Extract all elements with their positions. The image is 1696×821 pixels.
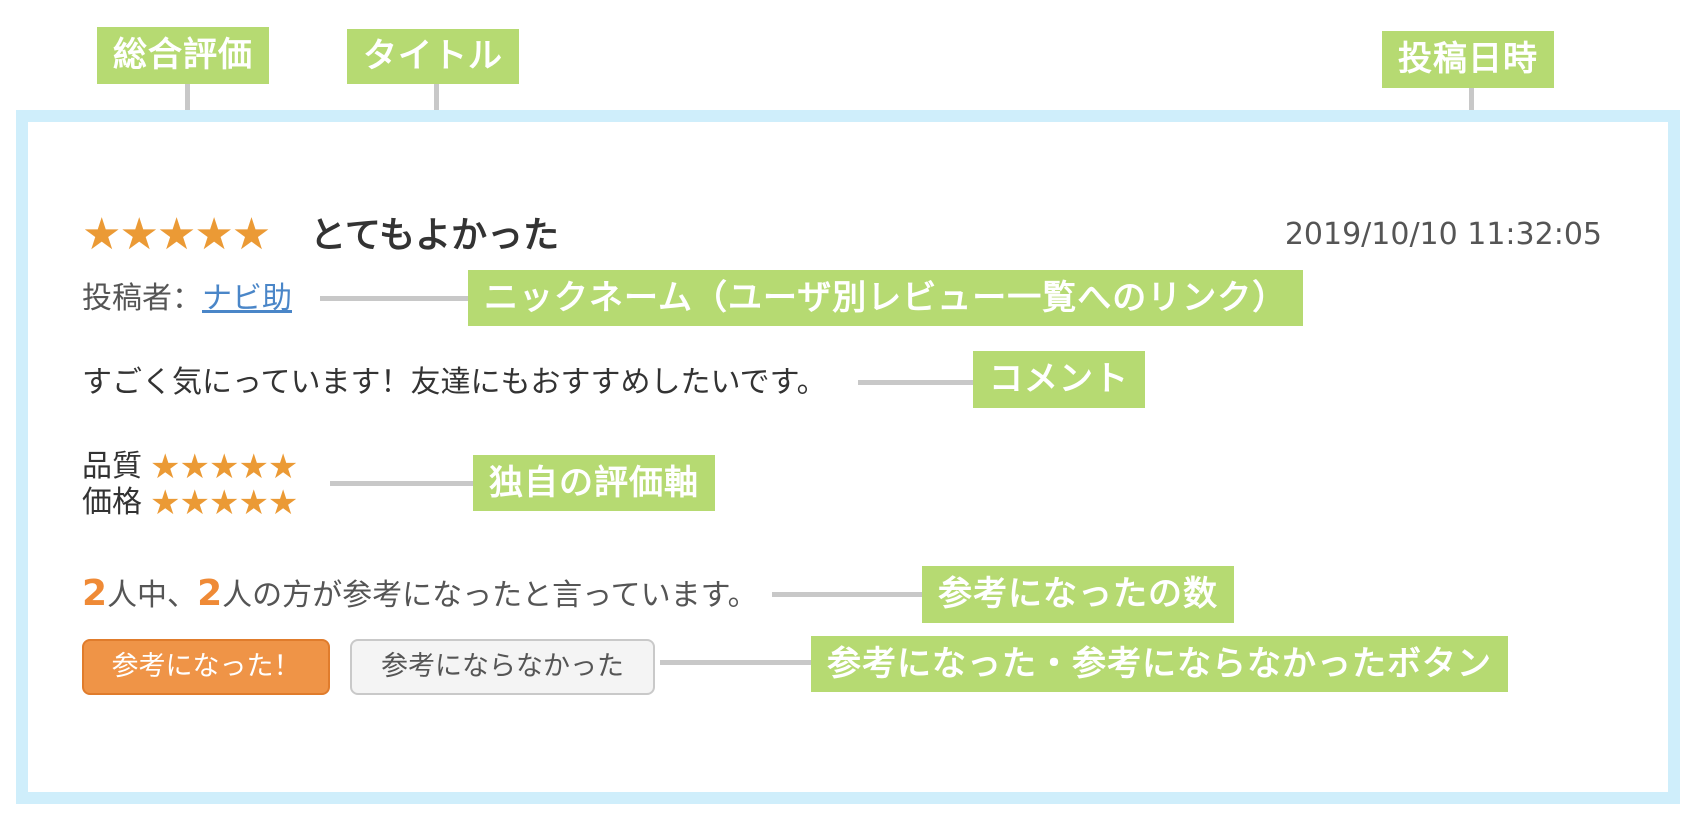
callout-custom-axes: 独自の評価軸	[473, 455, 715, 511]
callout-helpful-buttons: 参考になった・参考にならなかったボタン	[811, 636, 1508, 692]
axis-label: 価格	[82, 485, 142, 520]
star-icon: ★★★★★	[150, 483, 298, 523]
callout-nickname: ニックネーム（ユーザ別レビュー一覧へのリンク）	[468, 270, 1304, 326]
helpful-yes-count: 2	[197, 573, 223, 614]
helpful-count-text: 2人中、2人の方が参考になったと言っています。	[82, 574, 758, 616]
connector-line	[320, 296, 470, 301]
callout-helpful-count: 参考になったの数	[922, 566, 1234, 623]
star-icon: ★★★★★	[82, 209, 271, 260]
connector-line	[330, 481, 475, 486]
overall-rating-stars: ★★★★★	[82, 208, 271, 262]
helpful-total: 2	[82, 573, 108, 614]
not-helpful-button[interactable]: 参考にならなかった	[350, 639, 655, 695]
helpful-button[interactable]: 参考になった！	[82, 639, 330, 695]
rating-axis-quality: 品質★★★★★	[82, 447, 298, 487]
callout-title: タイトル	[347, 29, 519, 84]
connector-line	[772, 592, 922, 597]
callout-overall-rating: 総合評価	[97, 27, 269, 84]
rating-axis-price: 価格★★★★★	[82, 483, 298, 523]
star-icon: ★★★★★	[150, 447, 298, 487]
helpful-text-mid: 人中、	[107, 578, 198, 613]
callout-comment: コメント	[973, 351, 1145, 408]
connector-line	[858, 380, 976, 385]
poster: 投稿者：ナビ助	[82, 279, 292, 319]
poster-label: 投稿者：	[82, 281, 202, 316]
helpful-text-end: 人の方が参考になったと言っています。	[222, 578, 758, 613]
callout-post-datetime: 投稿日時	[1382, 31, 1554, 88]
poster-nickname-link[interactable]: ナビ助	[202, 281, 292, 316]
axis-label: 品質	[82, 449, 142, 484]
review-comment: すごく気にっています！友達にもおすすめしたいです。	[82, 365, 827, 400]
connector-line	[660, 660, 813, 665]
post-datetime: 2019/10/10 11:32:05	[1284, 217, 1602, 252]
review-title: とてもよかった	[310, 215, 560, 256]
